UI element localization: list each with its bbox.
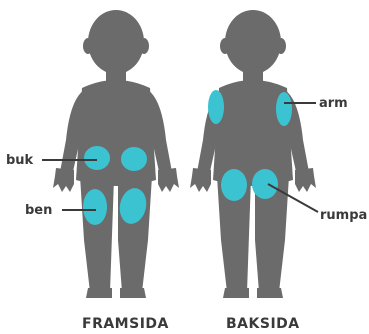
back-arm-site-left: [208, 90, 224, 124]
back-figure: [190, 10, 316, 298]
front-belly-site-right: [121, 147, 147, 171]
back-buttock-site-left: [221, 169, 247, 201]
back-head: [225, 10, 281, 74]
front-belly-site-left: [84, 146, 110, 170]
front-right-hand: [158, 168, 179, 192]
front-left-hand: [53, 168, 74, 192]
back-left-hand: [190, 168, 211, 192]
back-left-ear: [220, 38, 230, 54]
back-buttock-site-right: [252, 169, 278, 199]
back-left-foot: [223, 288, 249, 298]
leg-label: ben: [25, 203, 52, 218]
back-neck: [243, 68, 263, 82]
front-left-foot: [86, 288, 112, 298]
buttock-label: rumpa: [320, 208, 367, 223]
front-left-ear: [83, 38, 93, 54]
front-head: [88, 10, 144, 74]
back-caption: BAKSIDA: [226, 316, 300, 332]
back-right-hand: [295, 168, 316, 192]
front-leg-site-left: [83, 189, 107, 225]
back-right-ear: [276, 38, 286, 54]
belly-label: buk: [6, 153, 34, 168]
front-neck: [106, 68, 126, 82]
front-figure: [53, 10, 179, 298]
back-arm-site-right: [276, 92, 292, 126]
front-right-foot: [120, 288, 146, 298]
front-caption: FRAMSIDA: [82, 316, 169, 332]
back-right-foot: [257, 288, 283, 298]
front-torso: [76, 80, 156, 186]
arm-label: arm: [319, 96, 348, 111]
front-right-ear: [139, 38, 149, 54]
